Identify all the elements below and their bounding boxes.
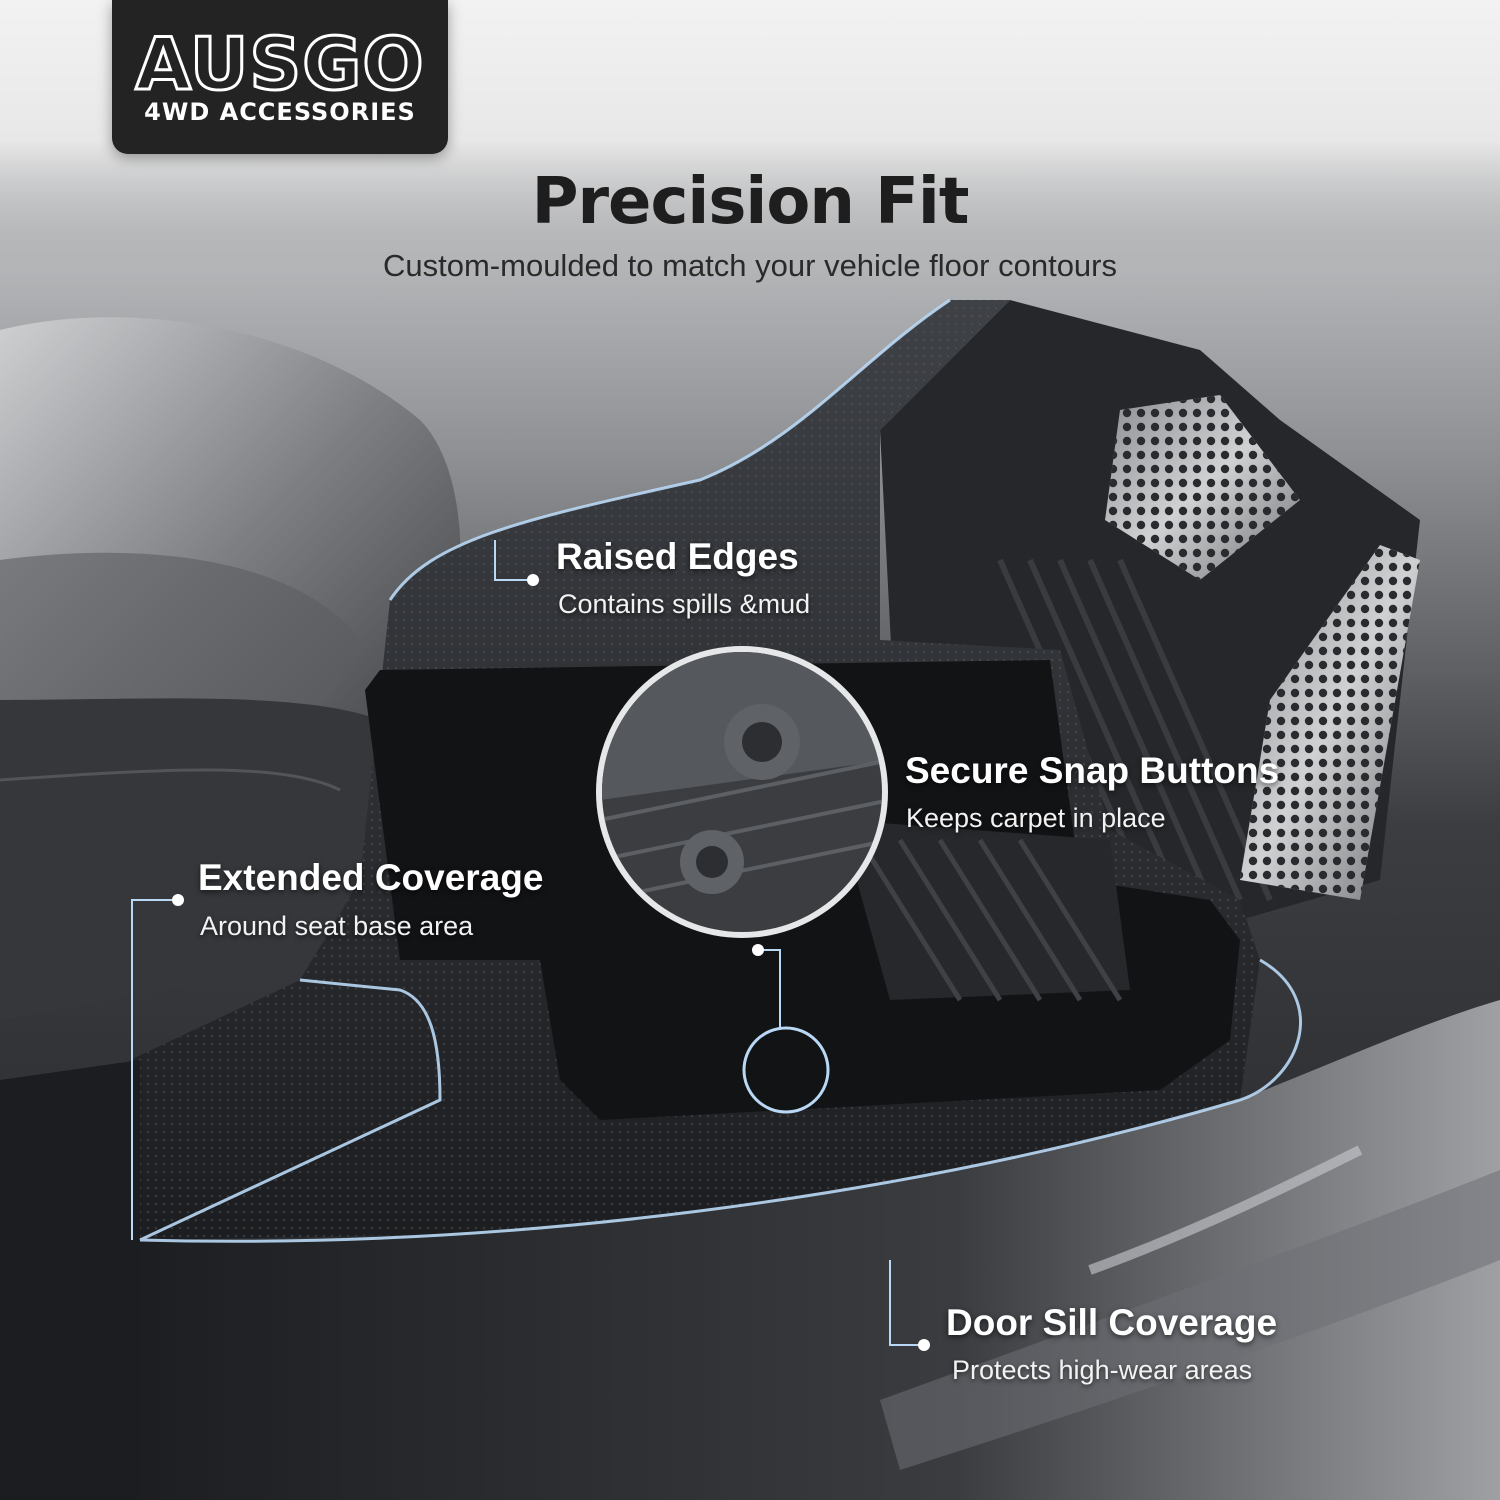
callout-snap-buttons-desc: Keeps carpet in place (906, 803, 1166, 833)
page-subtitle: Custom-moulded to match your vehicle flo… (383, 248, 1117, 283)
callout-door-sill-desc: Protects high-wear areas (952, 1355, 1253, 1385)
brand-logo: AUSGO 4WD ACCESSORIES (112, 0, 448, 154)
callout-extended-coverage-desc: Around seat base area (200, 911, 474, 941)
callout-extended-coverage-title: Extended Coverage (198, 857, 544, 898)
callout-door-sill-title: Door Sill Coverage (946, 1302, 1278, 1343)
snap-button-icon (680, 704, 800, 894)
callout-snap-buttons-title: Secure Snap Buttons (905, 750, 1280, 791)
callout-raised-edges-desc: Contains spills &mud (558, 589, 811, 619)
callout-raised-edges-title: Raised Edges (556, 536, 799, 577)
brand-name: AUSGO (134, 22, 425, 106)
page-title: Precision Fit (531, 165, 970, 239)
zoom-lens-icon (596, 646, 888, 938)
brand-tagline: 4WD ACCESSORIES (144, 98, 416, 126)
